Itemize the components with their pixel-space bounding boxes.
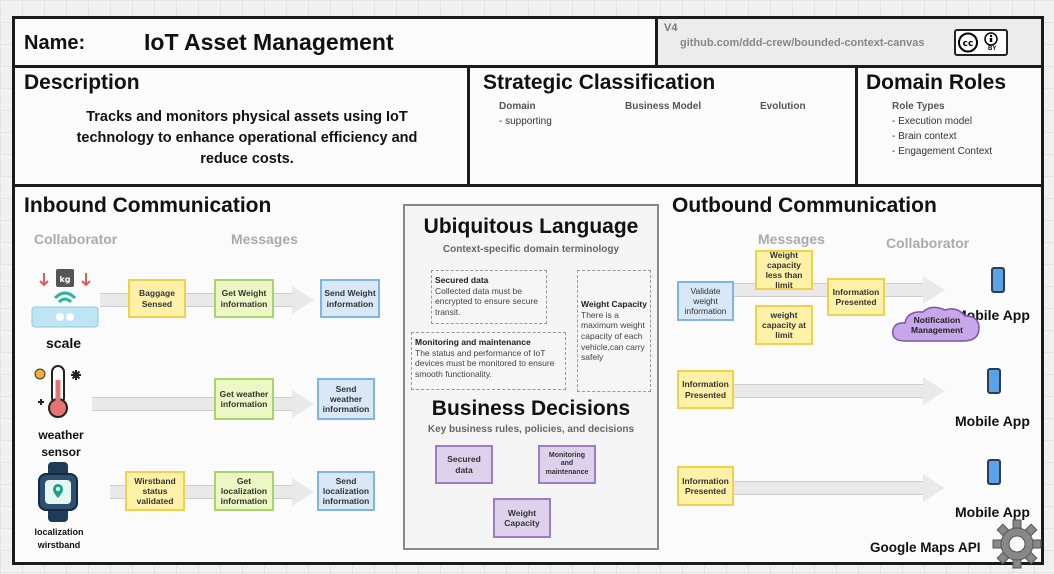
ubiquitous-subtitle: Context-specific domain terminology [442, 244, 620, 255]
business-title: Business Decisions [431, 397, 631, 420]
wristband-icon [36, 460, 80, 524]
term-monitoring-def: The status and performance of IoT device… [415, 347, 555, 379]
decision-weight-capacity[interactable]: Weight Capacity [493, 498, 551, 538]
weight-capacity-less[interactable]: Weight capacity less than limit [755, 250, 813, 290]
wristband-label: localization wirstband [34, 527, 84, 550]
mobile-phone-icon-2 [987, 368, 1001, 394]
mobile-phone-icon-3 [987, 459, 1001, 485]
information-presented-2[interactable]: Information Presented [677, 370, 734, 409]
role-1[interactable]: - Execution model [892, 116, 973, 127]
information-presented-3[interactable]: Information Presented [677, 466, 734, 506]
term-weight-capacity[interactable]: Weight Capacity There is a maximum weigh… [577, 270, 651, 392]
inbound-title: Inbound Communication [24, 194, 272, 217]
role-types-label: Role Types [892, 101, 945, 112]
term-secured-data[interactable]: Secured data Collected data must be encr… [431, 270, 547, 324]
scale-icon: kg [30, 265, 100, 329]
event-send-weather[interactable]: Send weather information [317, 378, 375, 420]
gear-icon [992, 519, 1042, 569]
scale-label: scale [46, 335, 82, 351]
notification-management-cloud[interactable]: Notification Management [887, 305, 987, 347]
description-box [12, 65, 470, 187]
version: V4 [664, 22, 678, 34]
domain-label: Domain [499, 101, 536, 112]
domain-roles-title: Domain Roles [866, 71, 1007, 94]
term-weight-capacity-title: Weight Capacity [581, 299, 647, 309]
outbound-messages-header: Messages [758, 231, 825, 247]
validate-weight[interactable]: Validate weight information [677, 281, 734, 321]
domain-roles-box [855, 65, 1044, 187]
name-value[interactable]: IoT Asset Management [144, 29, 394, 55]
term-monitoring-title: Monitoring and maintenance [415, 337, 531, 347]
mobile-phone-icon-1 [991, 267, 1005, 293]
inbound-collaborator-header: Collaborator [34, 231, 118, 247]
google-maps-api-label: Google Maps API [870, 540, 981, 555]
strategic-title: Strategic Classification [483, 71, 716, 94]
weather-sensor-icon [30, 364, 86, 420]
outbound-title: Outbound Communication [672, 194, 937, 217]
event-send-weight[interactable]: Send Weight information [320, 279, 380, 318]
license-by: BY [988, 46, 997, 52]
business-model-label: Business Model [625, 101, 702, 112]
outbound-collaborator-header: Collaborator [886, 235, 970, 251]
mobile-app-label-2: Mobile App [955, 413, 1030, 429]
description-title: Description [24, 71, 140, 94]
term-monitoring[interactable]: Monitoring and maintenance The status an… [411, 332, 566, 390]
svg-text:cc: cc [963, 39, 974, 49]
ubiquitous-title: Ubiquitous Language [423, 215, 639, 238]
decision-secured-data[interactable]: Secured data [435, 445, 493, 484]
term-secured-data-def: Collected data must be encrypted to ensu… [435, 285, 539, 317]
command-get-weather[interactable]: Get weather information [214, 378, 274, 420]
github-link[interactable]: github.com/ddd-crew/bounded-context-canv… [680, 37, 925, 49]
name-box [12, 16, 658, 68]
strategic-box [467, 65, 858, 187]
description-text[interactable]: Tracks and monitors physical assets usin… [76, 109, 418, 167]
business-subtitle: Key business rules, policies, and decisi… [427, 424, 635, 435]
role-3[interactable]: - Engagement Context [892, 146, 993, 157]
mobile-app-label-3: Mobile App [955, 504, 1030, 520]
weight-capacity-at[interactable]: weight capacity at limit [755, 305, 813, 345]
term-secured-data-title: Secured data [435, 275, 489, 285]
domain-value[interactable]: - supporting [499, 116, 552, 127]
decision-monitoring[interactable]: Monitoring and maintenance [538, 445, 596, 484]
evolution-label: Evolution [760, 101, 806, 112]
command-get-localization[interactable]: Get localization information [214, 471, 274, 511]
outbound-arrow-2 [678, 377, 945, 405]
outbound-arrow-3 [678, 474, 945, 502]
command-get-weight[interactable]: Get Weight information [214, 279, 274, 318]
notification-management-label: Notification Management [911, 315, 963, 336]
query-wristband-validated[interactable]: Wirstband status validated [125, 471, 185, 511]
name-label: Name: [24, 32, 86, 54]
inbound-messages-header: Messages [231, 231, 298, 247]
cc-by-icon: cc BY [954, 29, 1008, 56]
role-2[interactable]: - Brain context [892, 131, 957, 142]
term-weight-capacity-def: There is a maximum weight capacity of ea… [581, 309, 645, 363]
query-baggage-sensed[interactable]: Baggage Sensed [128, 279, 186, 318]
weather-sensor-label: weather sensor [38, 428, 84, 459]
svg-text:kg: kg [59, 275, 70, 284]
information-presented-1[interactable]: Information Presented [827, 278, 885, 316]
event-send-localization[interactable]: Send localization information [317, 471, 375, 511]
